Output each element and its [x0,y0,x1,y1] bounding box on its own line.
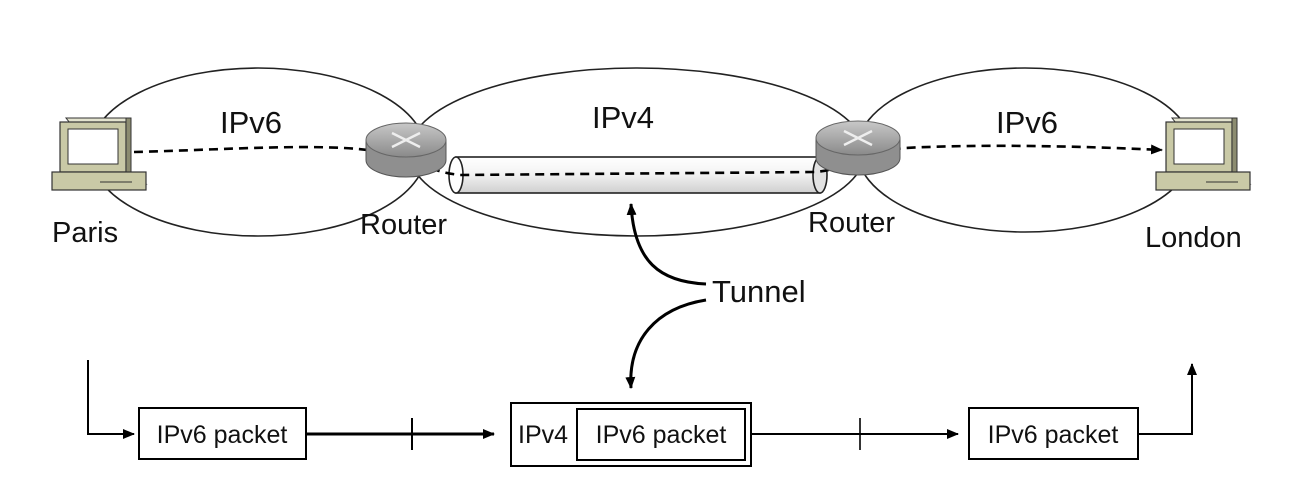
encapsulated-packet: IPv4 IPv6 packet [510,402,752,467]
router-left-label: Router [360,209,447,241]
router-right-label: Router [808,207,895,239]
london-label: London [1145,222,1242,254]
network-label-right: IPv6 [996,105,1058,140]
ipv4-header-label: IPv4 [518,421,568,449]
router-right-icon [815,120,901,176]
network-label-middle: IPv4 [592,100,654,135]
tunnel-arrow-down [625,298,707,389]
network-label-left: IPv6 [220,105,282,140]
packet-path [133,144,1163,177]
ipv6-packet-last: IPv6 packet [968,407,1139,460]
ipv6-network-right [856,67,1194,233]
paris-label: Paris [52,217,118,249]
ipv4-network [408,67,866,237]
router-left-icon [365,122,447,178]
ipv6-packet-first: IPv6 packet [138,407,307,460]
ipv6-inner-packet-label: IPv6 packet [596,421,727,449]
tunnel-arrow-up [626,203,707,286]
tunnel-label: Tunnel [712,274,806,309]
london-computer-icon [1155,117,1252,191]
tunnel-tube [448,156,828,194]
ipv6-packet-last-label: IPv6 packet [988,421,1119,449]
paris-computer-icon [51,117,148,191]
flow-in-arrow [87,360,135,439]
ipv6-packet-first-label: IPv6 packet [157,421,288,449]
flow-out-arrow [1138,363,1197,435]
